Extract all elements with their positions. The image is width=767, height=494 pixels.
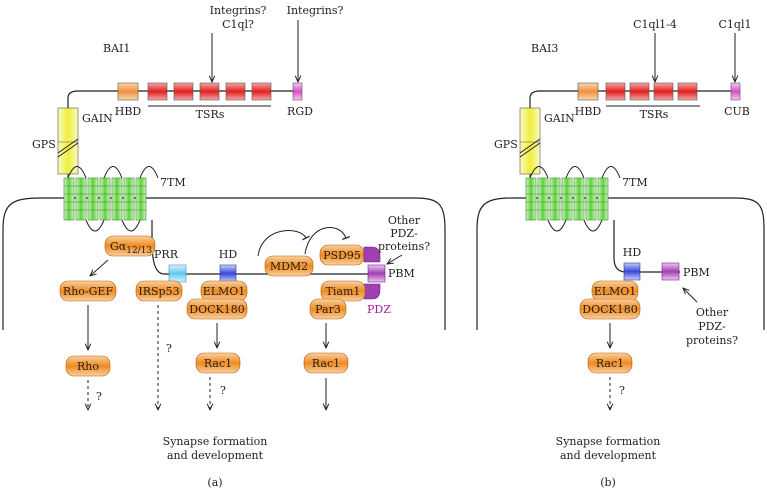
mdm2-label: MDM2	[270, 260, 308, 273]
rho	[65, 355, 111, 377]
tiam1-label: Tiam1	[326, 285, 361, 298]
rho-gef	[59, 280, 117, 302]
par3	[309, 298, 347, 320]
hbd-domain-a	[117, 82, 139, 101]
cub-domain	[730, 82, 741, 101]
mdm2	[264, 255, 314, 277]
tsrs-label-b: TSRs	[640, 108, 669, 121]
hbd-domain-b	[577, 82, 599, 101]
panel-a: BAI1 Integrins? C1ql? Integrins? HBD TSR…	[2, 4, 446, 489]
question-mark-rho: ?	[96, 390, 102, 403]
irsp53	[135, 280, 183, 302]
caption-a: (a)	[207, 476, 222, 489]
other-pdz-line2-b: PDZ-	[698, 320, 726, 333]
pdz-cap-top	[363, 246, 381, 263]
tsr-domain	[147, 82, 168, 101]
rac1-b	[587, 352, 633, 374]
gps-label-a: GPS	[32, 138, 56, 151]
tsr-domain	[677, 82, 698, 101]
irsp53-label: IRSp53	[138, 285, 179, 298]
hd-domain-a	[219, 264, 237, 283]
rac1-a-right	[303, 352, 349, 374]
tsr-domain	[199, 82, 220, 101]
question-mark-rac1: ?	[220, 384, 226, 397]
prr-label: PRR	[154, 248, 179, 261]
dock180-a	[186, 298, 248, 320]
footer-b-line2: and development	[560, 449, 657, 462]
panel-b: BAI3 C1ql1-4 C1ql1 HBD TSRs CUB GAIN GPS	[476, 18, 765, 489]
cell-membrane-b	[476, 197, 765, 330]
hd-label-b: HD	[623, 246, 642, 259]
pdz-cap-bottom	[363, 283, 381, 300]
question-mark-b: ?	[619, 384, 625, 397]
pbm-label-b: PBM	[683, 266, 710, 279]
other-pdz-line1-a: Other	[388, 214, 421, 227]
dock180-label-b: DOCK180	[582, 303, 637, 316]
gain-label-b: GAIN	[544, 112, 575, 125]
pbm-label-a: PBM	[388, 267, 415, 280]
elmo1-label-a: ELMO1	[203, 285, 246, 298]
hbd-label-a: HBD	[115, 105, 142, 118]
dock180-label-a: DOCK180	[189, 303, 244, 316]
7tm-label-b: 7TM	[622, 176, 648, 189]
tsr-domain	[605, 82, 626, 101]
tsr-domain	[173, 82, 194, 101]
pdz-label: PDZ	[367, 303, 391, 316]
caption-b: (b)	[600, 476, 616, 489]
c1ql1-4-label: C1ql1-4	[633, 18, 677, 31]
prr-domain	[168, 264, 187, 283]
tsr-domain	[225, 82, 246, 101]
gain-label-a: GAIN	[82, 112, 113, 125]
other-pdz-line1-b: Other	[696, 306, 729, 319]
bai3-title: BAI3	[531, 42, 558, 55]
other-pdz-line3-b: proteins?	[686, 334, 738, 347]
rac1-a-left	[195, 352, 241, 374]
rho-label: Rho	[77, 360, 99, 373]
seven-tm-a	[63, 166, 159, 232]
c1ql1-label: C1ql1	[719, 18, 752, 31]
question-mark-irsp53: ?	[166, 342, 172, 355]
tsr-domain	[629, 82, 650, 101]
pbm-domain-a	[367, 264, 386, 283]
gps-label-b: GPS	[494, 138, 518, 151]
elmo1-label-b: ELMO1	[594, 285, 637, 298]
hbd-label-b: HBD	[575, 105, 602, 118]
galpha-12-13	[104, 235, 156, 257]
cell-membrane-a	[2, 197, 446, 330]
rac1-label-b: Rac1	[596, 357, 624, 370]
footer-b-line1: Synapse formation	[556, 435, 661, 448]
rac1-label-a-right: Rac1	[312, 357, 340, 370]
seven-tm-b	[525, 166, 621, 232]
rac1-label-a-left: Rac1	[204, 357, 232, 370]
hd-label-a: HD	[219, 248, 238, 261]
rho-gef-label: Rho-GEF	[63, 285, 114, 298]
integrins-label: Integrins?	[287, 4, 344, 17]
dock180-b	[579, 298, 641, 320]
cub-label: CUB	[724, 105, 750, 118]
tsr-domain	[251, 82, 272, 101]
psd95-label: PSD95	[323, 249, 361, 262]
other-pdz-line2-a: PDZ-	[390, 227, 418, 240]
other-pdz-line3-a: proteins?	[378, 240, 430, 253]
footer-a-line1: Synapse formation	[163, 435, 268, 448]
c1ql-label: C1ql?	[222, 18, 254, 31]
rgd-motif	[292, 82, 303, 101]
galpha-label: Gα12/13	[110, 240, 152, 256]
integrins-c1ql-label: Integrins?	[210, 4, 267, 17]
rgd-label: RGD	[287, 105, 313, 118]
par3-label: Par3	[315, 303, 341, 316]
bai1-title: BAI1	[103, 42, 130, 55]
hd-domain-b	[623, 262, 641, 281]
tsr-domain	[653, 82, 674, 101]
tsrs-label-a: TSRs	[196, 108, 225, 121]
footer-a-line2: and development	[167, 449, 264, 462]
7tm-label-a: 7TM	[160, 176, 186, 189]
pbm-domain-b	[661, 262, 680, 281]
